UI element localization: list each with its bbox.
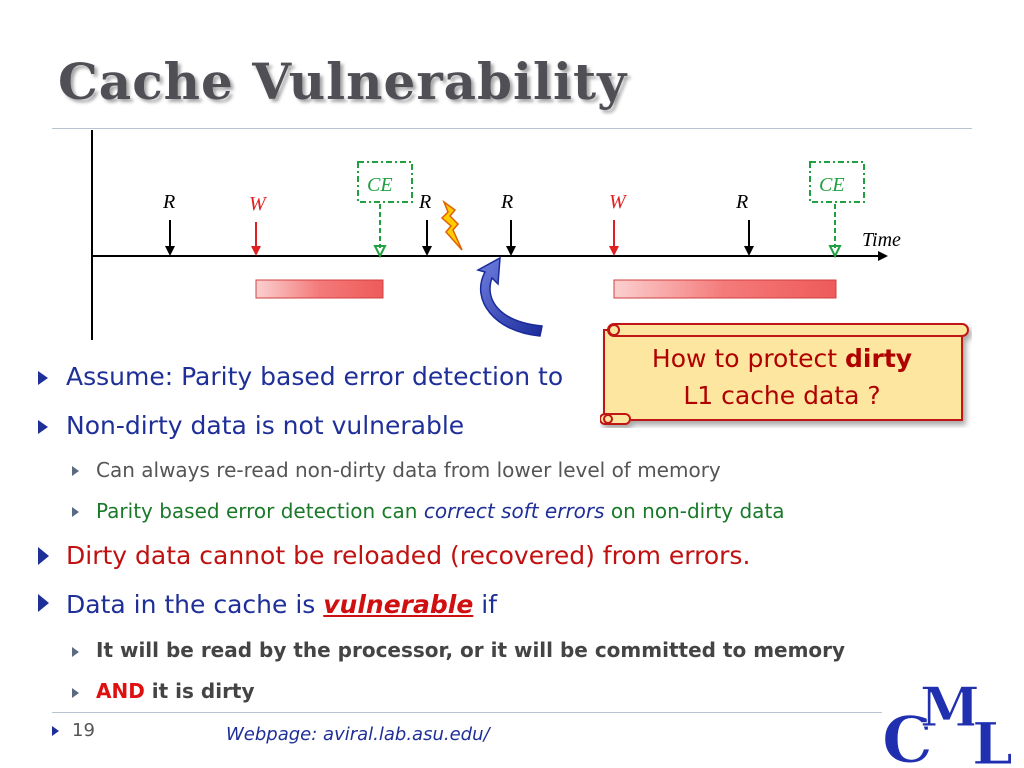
bullet-vulnerable: Data in the cache is vulnerable if: [66, 590, 498, 619]
read-arrowhead: [744, 246, 754, 256]
write-arrowhead: [609, 246, 619, 256]
sub-bullet-and-dirty: AND it is dirty: [96, 679, 255, 703]
page-number: 19: [72, 720, 95, 741]
bullet-arrow-icon: [38, 547, 49, 565]
callout-scroll: [600, 323, 969, 425]
webpage-link[interactable]: Webpage: aviral.lab.asu.edu/: [226, 724, 490, 745]
event-label-ce: CE: [819, 174, 845, 196]
lightning-icon: [440, 199, 463, 251]
ce-arrowhead: [373, 245, 387, 259]
sub-bullet-parity: Parity based error detection can correct…: [96, 499, 785, 523]
event-label-read: R: [162, 191, 175, 213]
bullet-arrow-icon: [38, 371, 48, 385]
read-arrowhead: [422, 246, 432, 256]
sub-bullet-read-commit: It will be read by the processor, or it …: [96, 638, 846, 662]
event-label-read: R: [418, 191, 431, 213]
event-label-ce: CE: [367, 174, 393, 196]
sub-bullet-reread: Can always re-read non-dirty data from l…: [96, 458, 721, 482]
time-axis-arrowhead: [878, 251, 888, 261]
footer-arrow-icon: [52, 726, 59, 736]
bullet-arrow-icon: [38, 420, 48, 434]
callout-text: How to protect dirty L1 cache data ?: [651, 344, 913, 410]
vulnerable-interval-bar: [255, 279, 384, 299]
event-label-write: W: [609, 191, 628, 213]
vulnerable-interval-bar: [613, 279, 837, 299]
footer-divider: [52, 712, 882, 713]
event-label-write: W: [249, 193, 268, 215]
curved-arrow-icon: [476, 256, 543, 337]
sub-bullet-arrow-icon: [72, 507, 79, 517]
bullet-dirty: Dirty data cannot be reloaded (recovered…: [66, 541, 751, 570]
sub-bullet-arrow-icon: [72, 647, 79, 657]
svg-text:M: M: [920, 676, 980, 739]
read-arrowhead: [165, 246, 175, 256]
svg-text:C: C: [882, 703, 933, 768]
event-label-read: R: [735, 191, 748, 213]
title-divider: [52, 128, 972, 129]
svg-text:L: L: [972, 710, 1013, 768]
ce-box: [357, 161, 413, 203]
ce-box: [809, 161, 865, 203]
ce-arrowhead: [828, 245, 842, 259]
slide-title: Cache Vulnerability: [58, 52, 628, 111]
bullet-non-dirty: Non-dirty data is not vulnerable: [66, 411, 465, 440]
cml-logo: C M L: [882, 676, 1014, 768]
write-arrowhead: [251, 246, 261, 256]
timeline-diagram: Time R W CE R R W R CE: [91, 130, 901, 340]
sub-bullet-arrow-icon: [72, 688, 79, 698]
event-label-read: R: [500, 191, 513, 213]
sub-bullet-arrow-icon: [72, 466, 79, 476]
bullet-assume: Assume: Parity based error detection to: [66, 362, 564, 391]
time-label: Time: [862, 229, 901, 251]
bullet-arrow-icon: [38, 594, 49, 612]
read-arrowhead: [506, 246, 516, 256]
